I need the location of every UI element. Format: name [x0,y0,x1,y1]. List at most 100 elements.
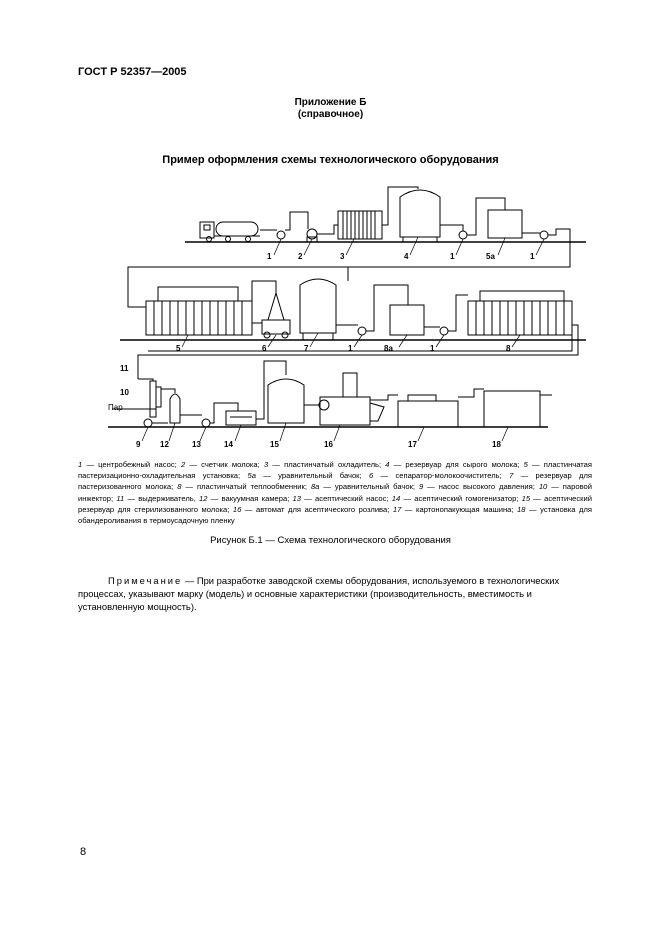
label-13: 13 [192,440,201,449]
label-9: 9 [136,440,141,449]
appendix-line1: Приложение Б [294,97,367,108]
cartoning-machine-icon [397,394,459,428]
pump-1e-icon [439,326,449,336]
plate-cooler-icon [337,210,383,240]
pasteurizer-icon [145,286,253,336]
label-18: 18 [492,440,501,449]
label-14: 14 [224,440,233,449]
label-8: 8 [506,344,511,353]
steam-injector-icon [112,386,162,410]
legend-text: — картонопакующая машина; [401,504,518,514]
label-steam: Пар [108,403,123,412]
label-4: 4 [404,252,409,261]
legend-number: 12 [199,493,208,503]
label-16: 16 [324,440,333,449]
separator-icon [251,280,291,339]
legend-text: — резервуар для сырого молока; [389,460,524,469]
figure-heading: Пример оформления схемы технологического… [162,154,499,166]
legend-number: 17 [392,504,402,514]
aseptic-tank-icon [267,378,305,424]
legend-text: — пластинчатая пастеризационно-охладител… [78,460,592,481]
label-2: 2 [298,252,303,261]
legend-number: 4 [385,460,390,469]
label-5a: 5а [486,252,495,261]
legend-text: — автомат для асептического розлива; [241,504,393,514]
label-8a: 8а [384,344,393,353]
label-1d: 1 [348,344,353,353]
legend-text: — паровой инжектор; [78,482,592,503]
legend-number: 13 [292,493,301,503]
holder-icon [138,378,157,418]
legend-number: 1 [78,460,83,469]
legend-text: — асептический резервуар для стерилизова… [78,493,592,514]
page-number: 8 [80,846,87,858]
aseptic-pump-icon [201,418,211,428]
legend-number: 5 [523,460,528,469]
legend-number: 5а [247,471,256,481]
legend-number: 16 [232,504,242,514]
legend-text: — резервуар для пастеризованного молока; [78,471,592,492]
legend-number: 9 [418,482,424,492]
label-11: 11 [120,364,129,373]
legend-number: 8 [177,482,182,492]
legend-text: — насос высокого давления; [423,482,539,492]
label-10: 10 [120,388,129,397]
milk-counter-icon [306,228,318,243]
legend-number: 2 [180,460,186,469]
balance-tank-8a-icon [389,304,425,336]
document-id: ГОСТ Р 52357—2005 [78,66,187,78]
note-paragraph: Примечание — При разработке заводской сх… [78,574,592,613]
legend-text: — пластинчатый теплообменник; [181,482,311,492]
homogenizer-icon [225,410,257,426]
legend-number: 10 [538,482,548,492]
pump-1c-icon [539,230,549,240]
appendix-title: Приложение Б (справочное) [0,97,661,121]
balance-tank-5a-icon [487,209,523,239]
label-5: 5 [176,344,181,353]
pump-1-icon [276,230,286,243]
appendix-line2: (справочное) [297,109,364,120]
heat-exchanger-icon [467,290,573,336]
legend-number: 18 [517,504,526,514]
legend-number: 3 [263,460,269,469]
note-text: — При разработке заводской схемы оборудо… [78,575,560,612]
legend-number: 11 [116,493,125,503]
label-15: 15 [270,440,279,449]
legend-text: — пластинчатый охладитель; [268,460,386,469]
legend-number: 14 [391,493,401,503]
legend-number: 7 [509,471,514,481]
legend-text: — выдерживатель, [124,493,200,503]
pump-1d-icon [357,326,367,336]
vacuum-chamber-icon [161,388,181,424]
pasteurized-tank-icon [299,278,337,340]
label-7: 7 [304,344,309,353]
figure-legend: 1 — центробежный насос; 2 — счетчик моло… [78,459,592,526]
aseptic-filler-icon [318,372,385,426]
legend-number: 8а [310,482,320,492]
label-1e: 1 [430,344,435,353]
label-1: 1 [267,252,272,261]
pump-1b-icon [458,230,468,240]
note-label: Примечание [108,575,183,586]
high-pressure-pump-icon [143,418,153,428]
label-17: 17 [408,440,417,449]
legend-text: — асептический гомогенизатор; [400,493,522,503]
label-1c: 1 [530,252,535,261]
label-12: 12 [160,440,169,449]
legend-text: — асептический насос; [301,493,392,503]
equipment-diagram: 1 2 3 4 1 5а 1 5 6 7 1 8а 1 8 11 10 Пар … [108,186,586,449]
legend-text: — уравнительный бачок; [255,471,369,481]
legend-text: — вакуумная камера; [207,493,293,503]
legend-number: 6 [368,471,374,481]
raw-milk-tank-icon [399,189,441,242]
legend-text: — сепаратор-молокоочиститель; [373,471,510,481]
figure-caption: Рисунок Б.1 — Схема технологического обо… [210,535,451,546]
label-3: 3 [340,252,345,261]
label-6: 6 [262,344,267,353]
milk-truck-icon [199,221,260,242]
legend-text: — уравнительный бачок; [319,482,419,492]
shrink-wrap-icon [483,390,541,428]
legend-number: 15 [521,493,531,503]
legend-text: — счетчик молока; [185,460,264,469]
legend-text: — центробежный насос; [82,460,181,469]
